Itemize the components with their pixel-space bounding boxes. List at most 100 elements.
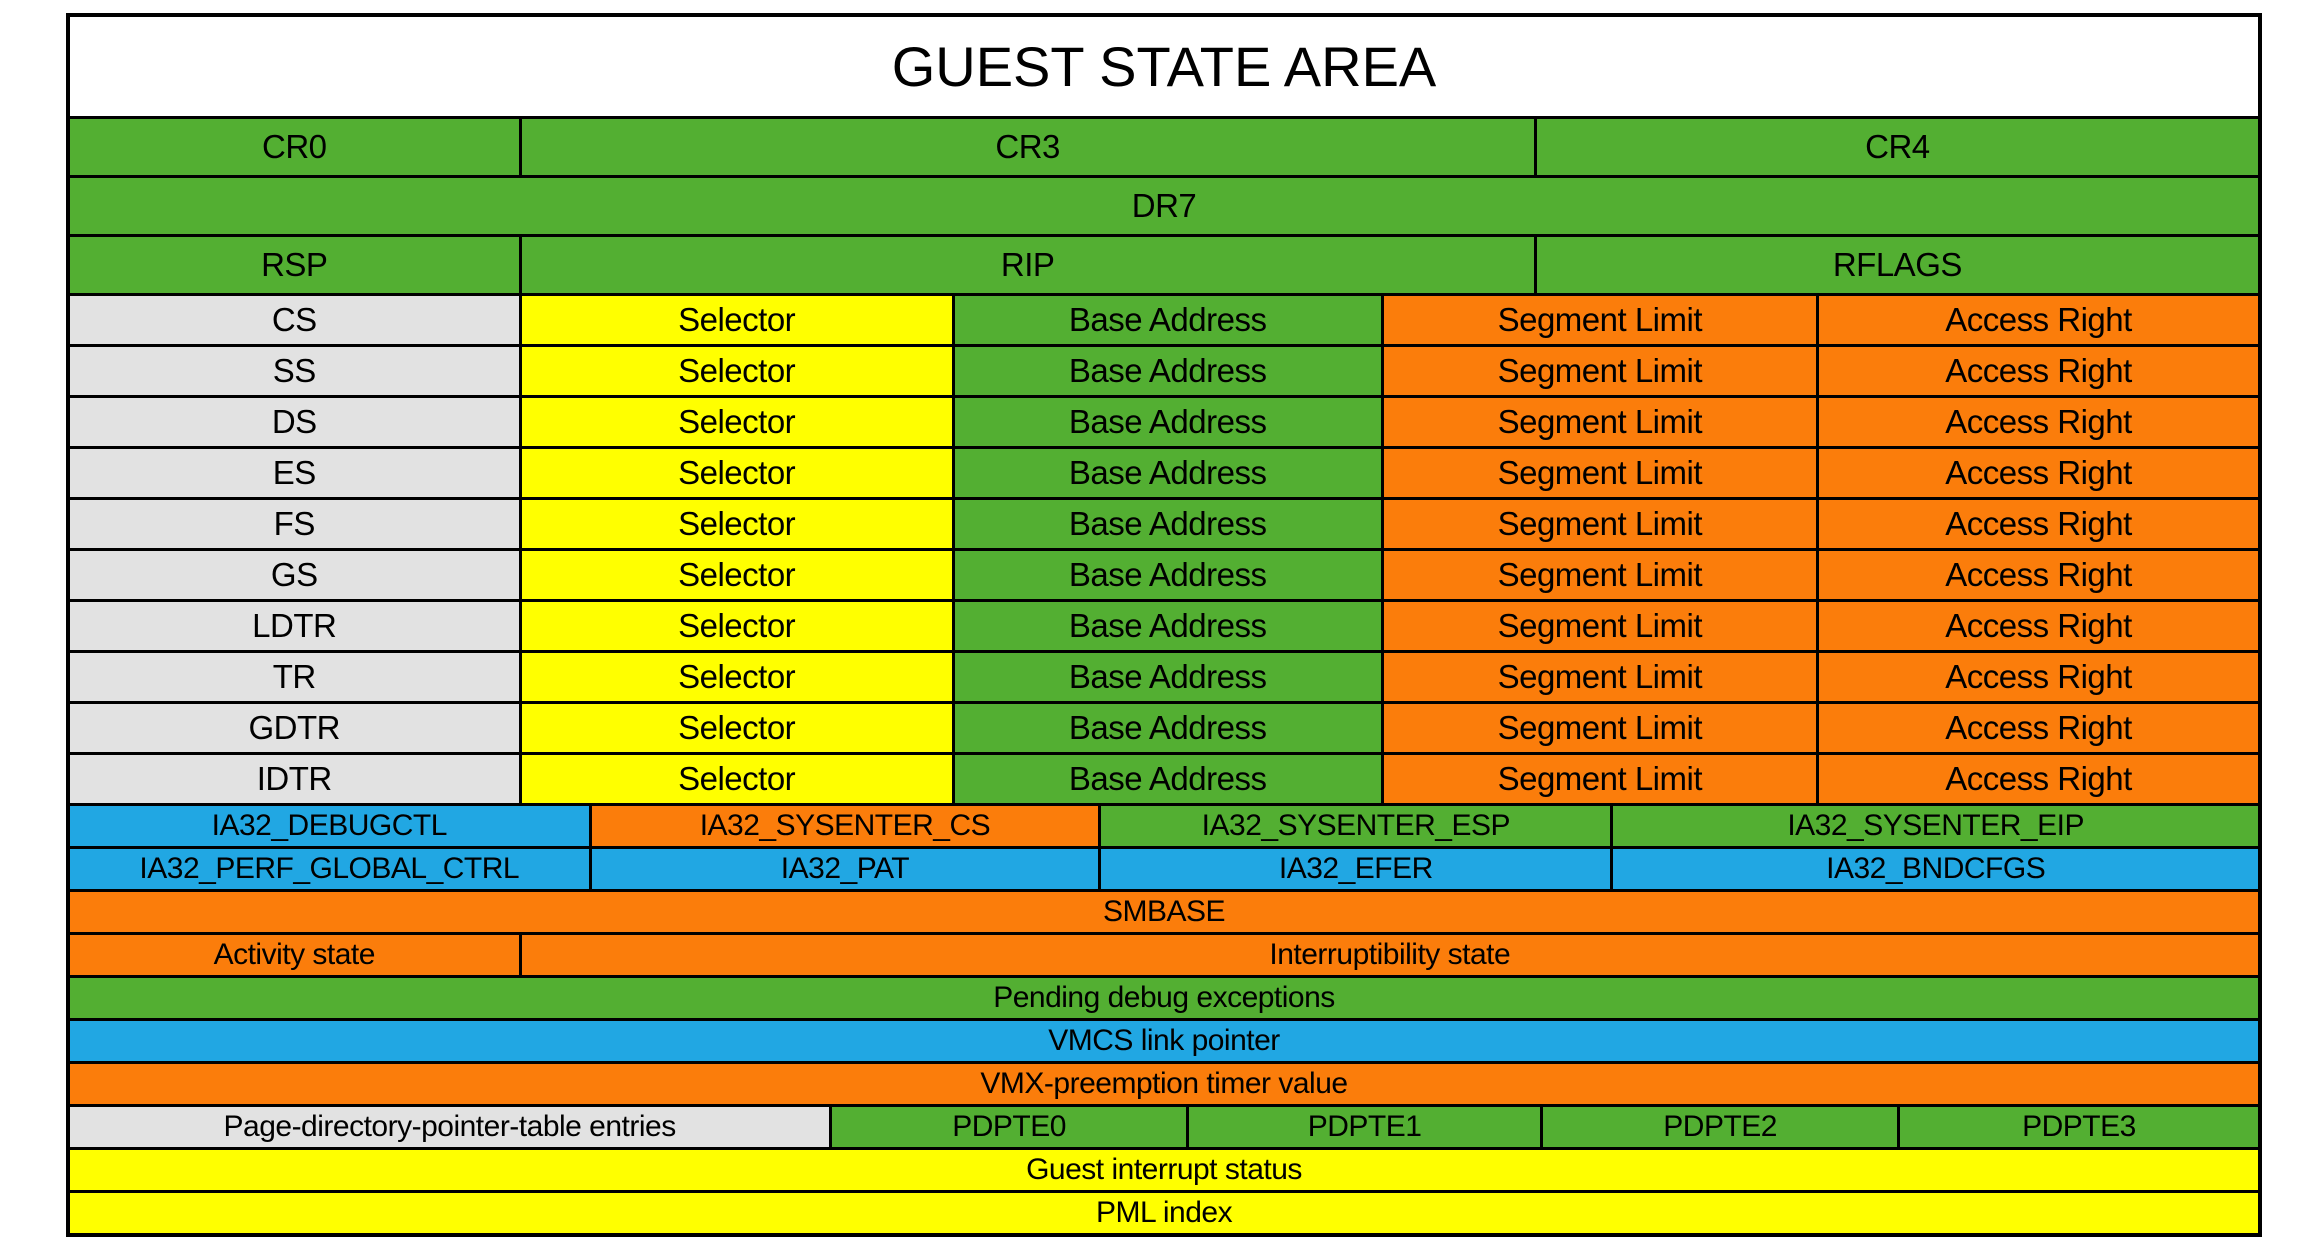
cell-pending-debug-exceptions-pending-debug-exceptions: Pending debug exceptions [70,978,2258,1018]
cell-segment-ldtr-segment-limit: Segment Limit [1380,602,1816,650]
cell-vmx-preemption-timer-vmx-preemption-timer-value: VMX-preemption timer value [70,1064,2258,1104]
cell-label: Base Address [1068,403,1267,440]
cell-control-registers-cr0: CR0 [70,119,519,175]
cell-label: Base Address [1068,301,1267,338]
row-guest-interrupt-status: Guest interrupt status [70,1147,2258,1190]
cell-pdpte-pdpte2: PDPTE2 [1540,1107,1897,1147]
cell-segment-es-access-right: Access Right [1816,449,2258,497]
cell-segment-tr-selector: Selector [518,653,952,701]
cell-label: Access Right [1945,301,2132,338]
cell-label: IA32_EFER [1278,852,1433,885]
cell-label: IDTR [256,760,333,797]
cell-label: Selector [678,505,796,542]
cell-segment-idtr-segment-limit: Segment Limit [1380,755,1816,803]
cell-label: Segment Limit [1497,403,1703,440]
cell-label: PDPTE3 [2022,1110,2136,1143]
cell-label: Base Address [1068,556,1267,593]
cell-label: IA32_PERF_GLOBAL_CTRL [139,852,520,885]
cell-label: SS [272,352,317,389]
cell-activity-interruptibility-interruptibility-state: Interruptibility state [518,935,2258,975]
cell-label: IA32_SYSENTER_EIP [1787,809,2084,842]
cell-label: Selector [678,556,796,593]
row-vmx-preemption-timer: VMX-preemption timer value [70,1061,2258,1104]
cell-label: IA32_DEBUGCTL [211,809,448,842]
cell-label: RSP [261,246,328,283]
cell-segment-gdtr-access-right: Access Right [1816,704,2258,752]
cell-label: Pending debug exceptions [993,981,1335,1014]
cell-pdpte-pdpte0: PDPTE0 [829,1107,1186,1147]
cell-label: VMCS link pointer [1048,1024,1280,1057]
cell-label: Segment Limit [1497,454,1703,491]
cell-label: SMBASE [1102,895,1226,928]
cell-label: VMX-preemption timer value [980,1067,1348,1100]
cell-segment-ldtr-access-right: Access Right [1816,602,2258,650]
cell-label: Base Address [1068,607,1267,644]
cell-segment-fs-access-right: Access Right [1816,500,2258,548]
cell-segment-cs-selector: Selector [518,296,952,344]
cell-segment-idtr-access-right: Access Right [1816,755,2258,803]
cell-segment-ds-ds: DS [70,398,519,446]
cell-vmcs-link-pointer-vmcs-link-pointer: VMCS link pointer [70,1021,2258,1061]
cell-msr-row-1-ia32-debugctl: IA32_DEBUGCTL [70,806,589,846]
cell-segment-ss-ss: SS [70,347,519,395]
cell-segment-cs-base-address: Base Address [951,296,1381,344]
cell-label: Segment Limit [1497,709,1703,746]
cell-label: PML index [1095,1196,1233,1229]
cell-segment-fs-base-address: Base Address [951,500,1381,548]
cell-control-registers-cr3: CR3 [518,119,1534,175]
cell-segment-gs-access-right: Access Right [1816,551,2258,599]
cell-label: Base Address [1068,352,1267,389]
cell-label: Selector [678,301,796,338]
cell-segment-gdtr-gdtr: GDTR [70,704,519,752]
cell-label: Access Right [1945,607,2132,644]
cell-segment-fs-fs: FS [70,500,519,548]
cell-msr-row-2-ia32-pat: IA32_PAT [588,849,1099,889]
cell-label: IA32_BNDCFGS [1826,852,2046,885]
row-segment-cs: CS Selector Base Address Segment Limit Acces… [70,293,2258,344]
cell-pml-index-pml-index: PML index [70,1193,2258,1233]
cell-segment-ss-base-address: Base Address [951,347,1381,395]
cell-segment-fs-segment-limit: Segment Limit [1380,500,1816,548]
cell-rsp-rip-rflags-rip: RIP [518,237,1534,293]
cell-segment-cs-access-right: Access Right [1816,296,2258,344]
cell-msr-row-2-ia32-efer: IA32_EFER [1098,849,1611,889]
cell-segment-gdtr-segment-limit: Segment Limit [1380,704,1816,752]
cell-segment-idtr-selector: Selector [518,755,952,803]
cell-pdpte-page-directory-pointer-table-entries: Page-directory-pointer-table entries [70,1107,830,1147]
cell-label: Base Address [1068,760,1267,797]
cell-label: Access Right [1945,454,2132,491]
cell-segment-tr-base-address: Base Address [951,653,1381,701]
cell-segment-es-segment-limit: Segment Limit [1380,449,1816,497]
cell-label: GS [270,556,318,593]
cell-label: CR0 [262,128,327,165]
cell-label: CS [271,301,317,338]
cell-segment-tr-segment-limit: Segment Limit [1380,653,1816,701]
cell-segment-gs-segment-limit: Segment Limit [1380,551,1816,599]
cell-pdpte-pdpte3: PDPTE3 [1896,1107,2258,1147]
cell-label: DS [271,403,317,440]
cell-label: Segment Limit [1497,301,1703,338]
cell-label: GDTR [248,709,341,746]
cell-label: ES [272,454,317,491]
cell-label: Base Address [1068,709,1267,746]
row-pml-index: PML index [70,1190,2258,1233]
cell-label: Segment Limit [1497,556,1703,593]
cell-msr-row-2-ia32-perf-global-ctrl: IA32_PERF_GLOBAL_CTRL [70,849,589,889]
cell-segment-gs-base-address: Base Address [951,551,1381,599]
cell-control-registers-cr4: CR4 [1533,119,2258,175]
cell-label: PDPTE1 [1307,1110,1422,1143]
cell-label: Interruptibility state [1269,938,1511,971]
cell-label: TR [272,658,317,695]
cell-segment-es-selector: Selector [518,449,952,497]
cell-segment-cs-segment-limit: Segment Limit [1380,296,1816,344]
cell-msr-row-2-ia32-bndcfgs: IA32_BNDCFGS [1610,849,2258,889]
